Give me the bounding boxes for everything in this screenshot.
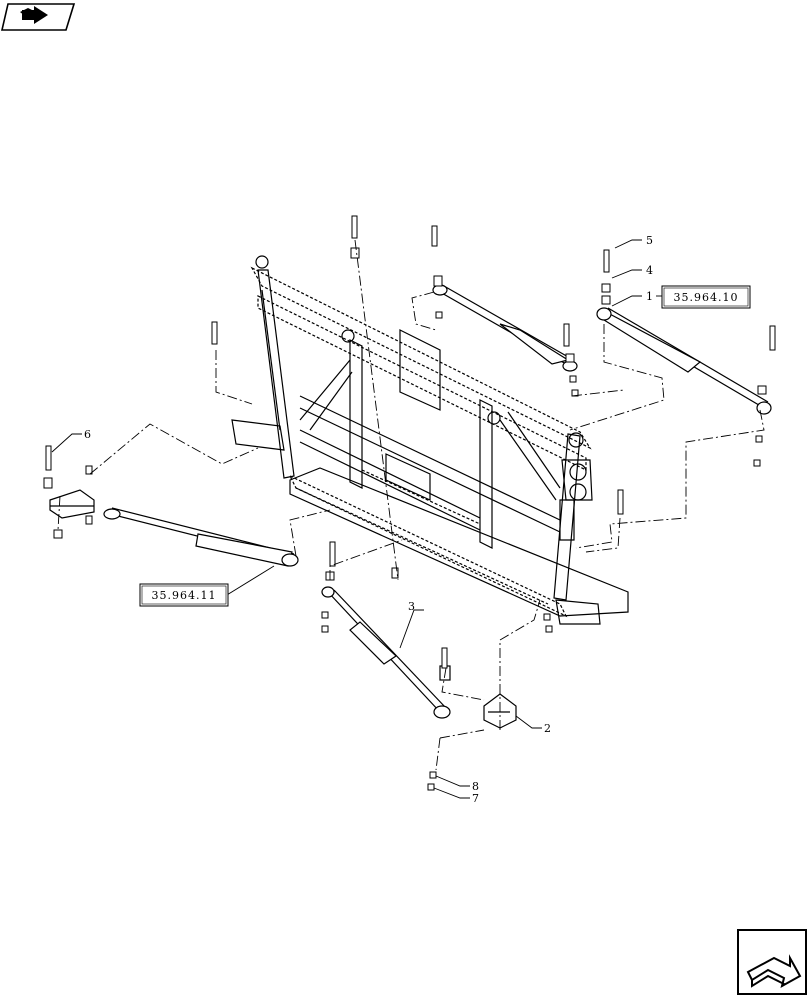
clamp-item-2 [439,665,517,729]
callout-numbers: 5 4 1 6 3 2 8 7 [84,234,653,805]
callout-1: 1 [646,290,653,303]
callout-leaders [51,239,666,799]
reference-box-35-964-11[interactable]: 35.964.11 [139,583,229,607]
callout-5: 5 [646,234,653,247]
clamp-item-6 [49,489,95,519]
reference-box-35-964-10[interactable]: 35.964.10 [661,285,751,309]
callout-6: 6 [84,428,91,441]
callout-7: 7 [472,792,479,805]
callout-8: 8 [472,780,479,793]
boom-frame [231,255,629,625]
hydraulic-cylinder-item-3 [321,586,451,719]
reference-label-35-964-10: 35.964.10 [674,291,739,304]
callout-4: 4 [646,264,653,277]
hydraulic-cylinder-left [103,507,299,567]
reference-label-35-964-11: 35.964.11 [152,589,217,602]
hydraulic-cylinder-item-1 [596,307,772,415]
callout-2: 2 [544,722,551,735]
next-page-arrow-icon[interactable] [737,929,807,995]
book-back-arrow-icon[interactable] [0,3,76,31]
callout-3: 3 [408,600,415,613]
hydraulic-cylinder-upper-middle [432,284,578,372]
assembly-leader-lines [57,239,765,771]
